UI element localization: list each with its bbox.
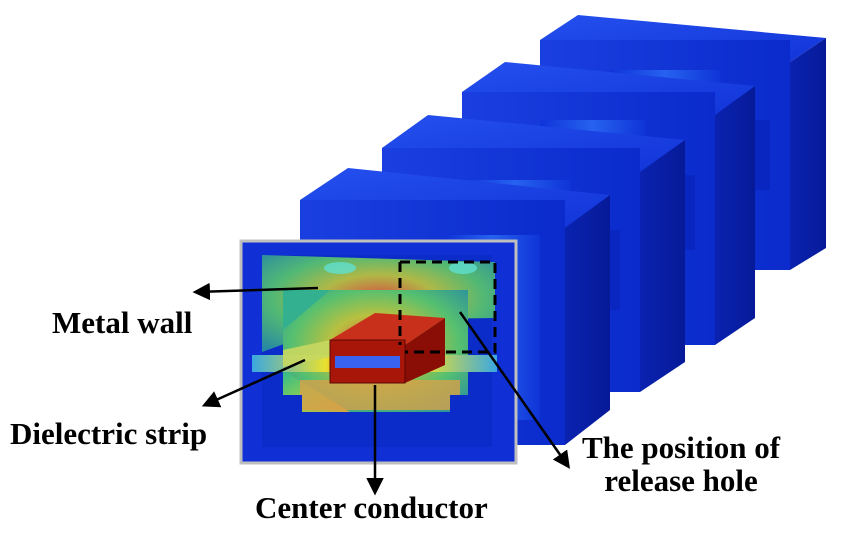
- label-center-conductor: Center conductor: [255, 490, 488, 525]
- cross-section-face: [239, 239, 518, 465]
- label-release-hole: The position of release hole: [582, 430, 781, 498]
- label-release-hole-line2: release hole: [604, 462, 758, 498]
- release-hole-outline: [398, 260, 497, 354]
- label-dielectric-strip: Dielectric strip: [10, 416, 208, 451]
- arrow-metal-wall: [192, 282, 319, 301]
- label-metal-wall: Metal wall: [52, 305, 193, 340]
- label-release-hole-line1: The position of: [582, 430, 781, 465]
- arrow-release-hole: [458, 311, 571, 469]
- center-conductor-shape: [329, 313, 445, 384]
- arrow-dielectric-strip: [201, 358, 306, 408]
